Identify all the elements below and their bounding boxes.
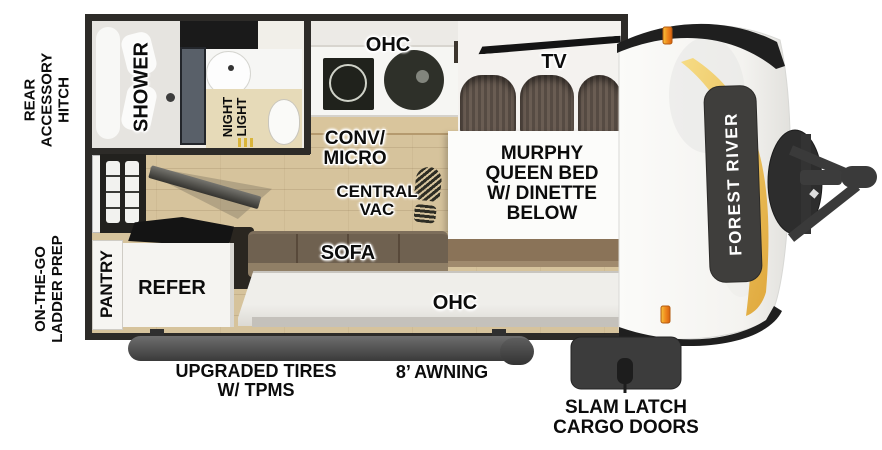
bathroom-wall-bottom	[92, 148, 310, 155]
stove-icon	[323, 58, 374, 110]
cargo-door-latch-icon	[617, 358, 633, 384]
hitch-coupler	[841, 166, 877, 188]
pantry-label: PANTRY	[97, 250, 116, 318]
bath-overhead-cabinet	[180, 21, 258, 51]
bath-faucet-icon	[228, 65, 234, 71]
sofa-backrest	[248, 231, 448, 263]
toilet	[268, 99, 300, 145]
marker-light-icon	[660, 305, 671, 324]
candle-icon	[244, 138, 247, 147]
refer-label: REFER	[138, 277, 206, 299]
marker-light-icon	[662, 26, 673, 45]
candle-icon	[250, 138, 253, 147]
kitchen-base-cabinet	[311, 117, 458, 135]
brand-panel: FOREST RIVER	[703, 85, 763, 283]
conv-micro-label: CONV/ MICRO	[323, 128, 387, 169]
bed-pillow	[460, 75, 516, 135]
shower-divider-wall	[180, 47, 206, 145]
murphy-bed-label: MURPHY QUEEN BED W/ DINETTE BELOW	[485, 143, 599, 224]
floorplan-outline: SHOWER NIGHT LIGHT OHC TV CONV/ MICRO CE…	[85, 14, 628, 340]
trailer-front-render: FOREST RIVER	[570, 23, 877, 393]
sidewall-cabinet-edge	[252, 317, 621, 327]
shower-label: SHOWER	[130, 42, 153, 132]
kitchen-overhead-cabinet	[311, 21, 458, 47]
ladder-prep-label: ON-THE-GO LADDER PREP	[32, 235, 66, 343]
awning-end-cap	[500, 338, 534, 365]
entry-door-frame	[100, 154, 146, 233]
awning-tube	[128, 336, 532, 361]
door-window-pane	[106, 161, 120, 223]
shower-molding	[96, 27, 120, 139]
sink-drain-icon	[416, 70, 429, 83]
ohc-sidewall-label: OHC	[432, 292, 478, 314]
ohc-kitchen-label: OHC	[365, 34, 411, 56]
bed-pillow	[578, 75, 621, 135]
candle-icon	[238, 138, 241, 147]
jack-handle	[800, 170, 842, 185]
bed-base	[448, 239, 621, 267]
cargo-doors-label: SLAM LATCH CARGO DOORS	[553, 397, 699, 438]
awning-label: 8’ AWNING	[395, 362, 489, 382]
bath-sink	[206, 51, 251, 96]
pantry	[92, 240, 123, 330]
night-light-label: NIGHT LIGHT	[220, 96, 249, 138]
hitch-glint	[809, 188, 819, 199]
rear-accessory-hitch-label: REAR ACCESSORY HITCH	[21, 52, 73, 148]
bottom-trim	[619, 306, 782, 347]
refrigerator	[113, 243, 234, 327]
tv-label: TV	[541, 51, 567, 73]
central-vac-label: CENTRAL VAC	[336, 182, 418, 219]
kitchen-sink-icon	[384, 50, 444, 110]
bed-pillow	[520, 75, 574, 135]
roof-trim	[617, 23, 785, 69]
door-window-pane	[125, 161, 139, 223]
shower-drain-icon	[166, 93, 175, 102]
sofa-label: SOFA	[320, 242, 376, 264]
tires-label: UPGRADED TIRES W/ TPMS	[175, 361, 337, 400]
bathroom-wall-right	[304, 21, 311, 154]
sidewall-overhead-cabinet	[238, 271, 621, 326]
murphy-bed	[448, 131, 621, 239]
stove-burner-icon	[329, 64, 367, 102]
aframe-bar	[787, 182, 861, 242]
